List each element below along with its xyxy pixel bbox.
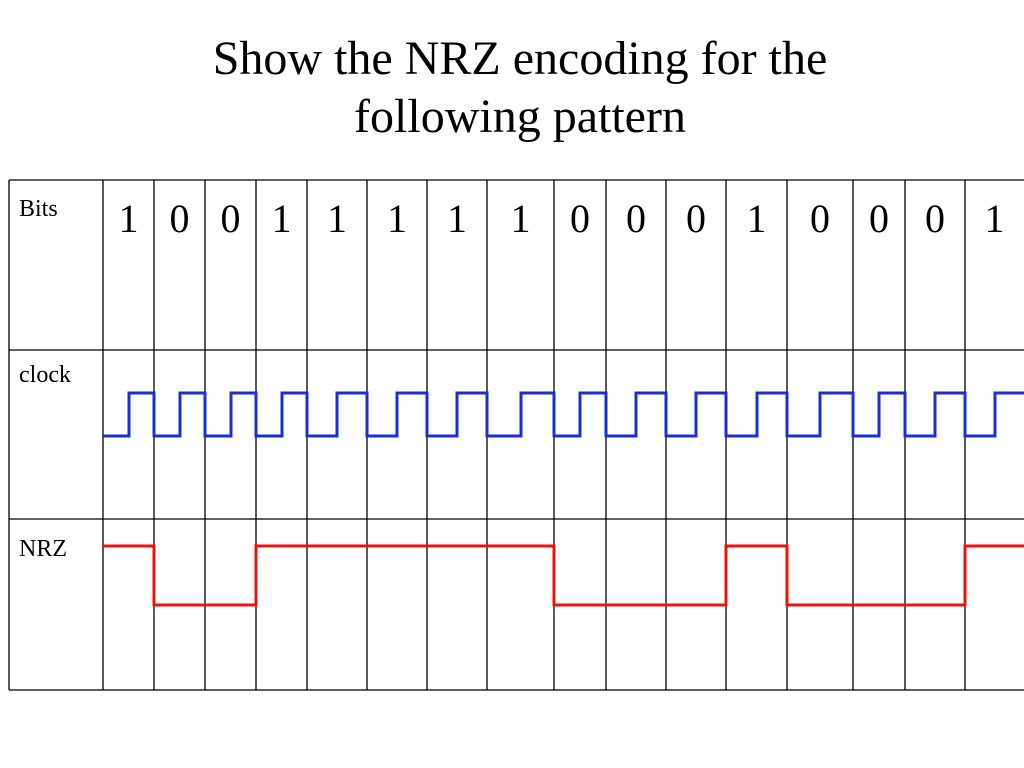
bit-value-14: 0	[925, 196, 945, 241]
bit-value-9: 0	[626, 196, 646, 241]
bit-value-5: 1	[387, 196, 407, 241]
title-line-1: Show the NRZ encoding for the	[212, 32, 828, 85]
bit-value-11: 1	[747, 196, 767, 241]
bit-value-2: 0	[221, 196, 241, 241]
bit-value-15: 1	[985, 196, 1005, 241]
bit-value-0: 1	[119, 196, 139, 241]
nrz-waveform	[103, 544, 1024, 607]
bit-value-1: 0	[170, 196, 190, 241]
clock-waveform	[103, 391, 1024, 438]
clock-row-label: clock	[19, 362, 71, 388]
bit-value-10: 0	[686, 196, 706, 241]
bit-value-7: 1	[511, 196, 531, 241]
bit-value-6: 1	[447, 196, 467, 241]
bit-value-8: 0	[570, 196, 590, 241]
bits-row-label: Bits	[19, 196, 58, 222]
slide-title: Show the NRZ encoding for the following …	[0, 30, 1024, 146]
bit-value-12: 0	[810, 196, 830, 241]
title-line-2: following pattern	[354, 90, 686, 143]
bit-value-13: 0	[869, 196, 889, 241]
nrz-row-label: NRZ	[19, 536, 67, 562]
bit-value-4: 1	[327, 196, 347, 241]
bit-value-3: 1	[272, 196, 292, 241]
